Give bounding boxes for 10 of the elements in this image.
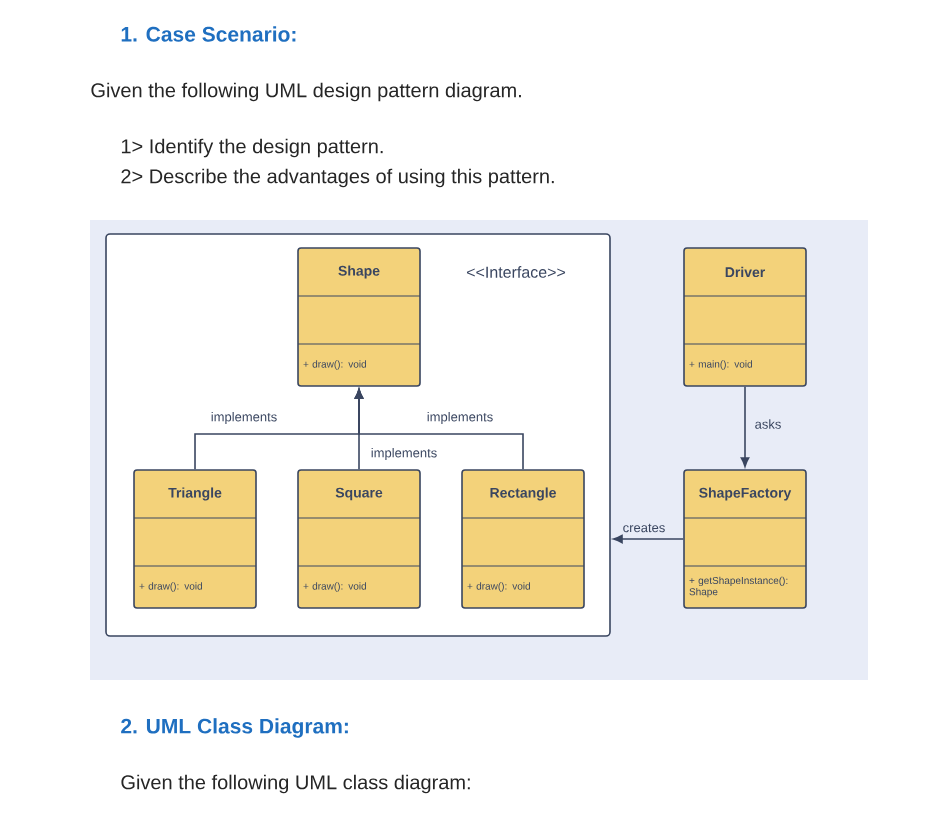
heading: 1. Case Scenario:	[121, 26, 296, 42]
arrow	[740, 386, 750, 467]
body-text: Given the following UML class diagram:	[121, 774, 470, 794]
stereotype-label: <<Interface>>	[466, 266, 566, 278]
heading: 2. UML Class Diagram:	[121, 718, 348, 738]
body-text: Given the following UML design pattern diagram.	[91, 82, 521, 102]
body-text: 1> Identify the design pattern.	[121, 138, 383, 158]
body-text: 2> Describe the advantages of using this pattern.	[121, 168, 554, 188]
arrow	[613, 534, 684, 544]
arrow	[354, 388, 524, 470]
